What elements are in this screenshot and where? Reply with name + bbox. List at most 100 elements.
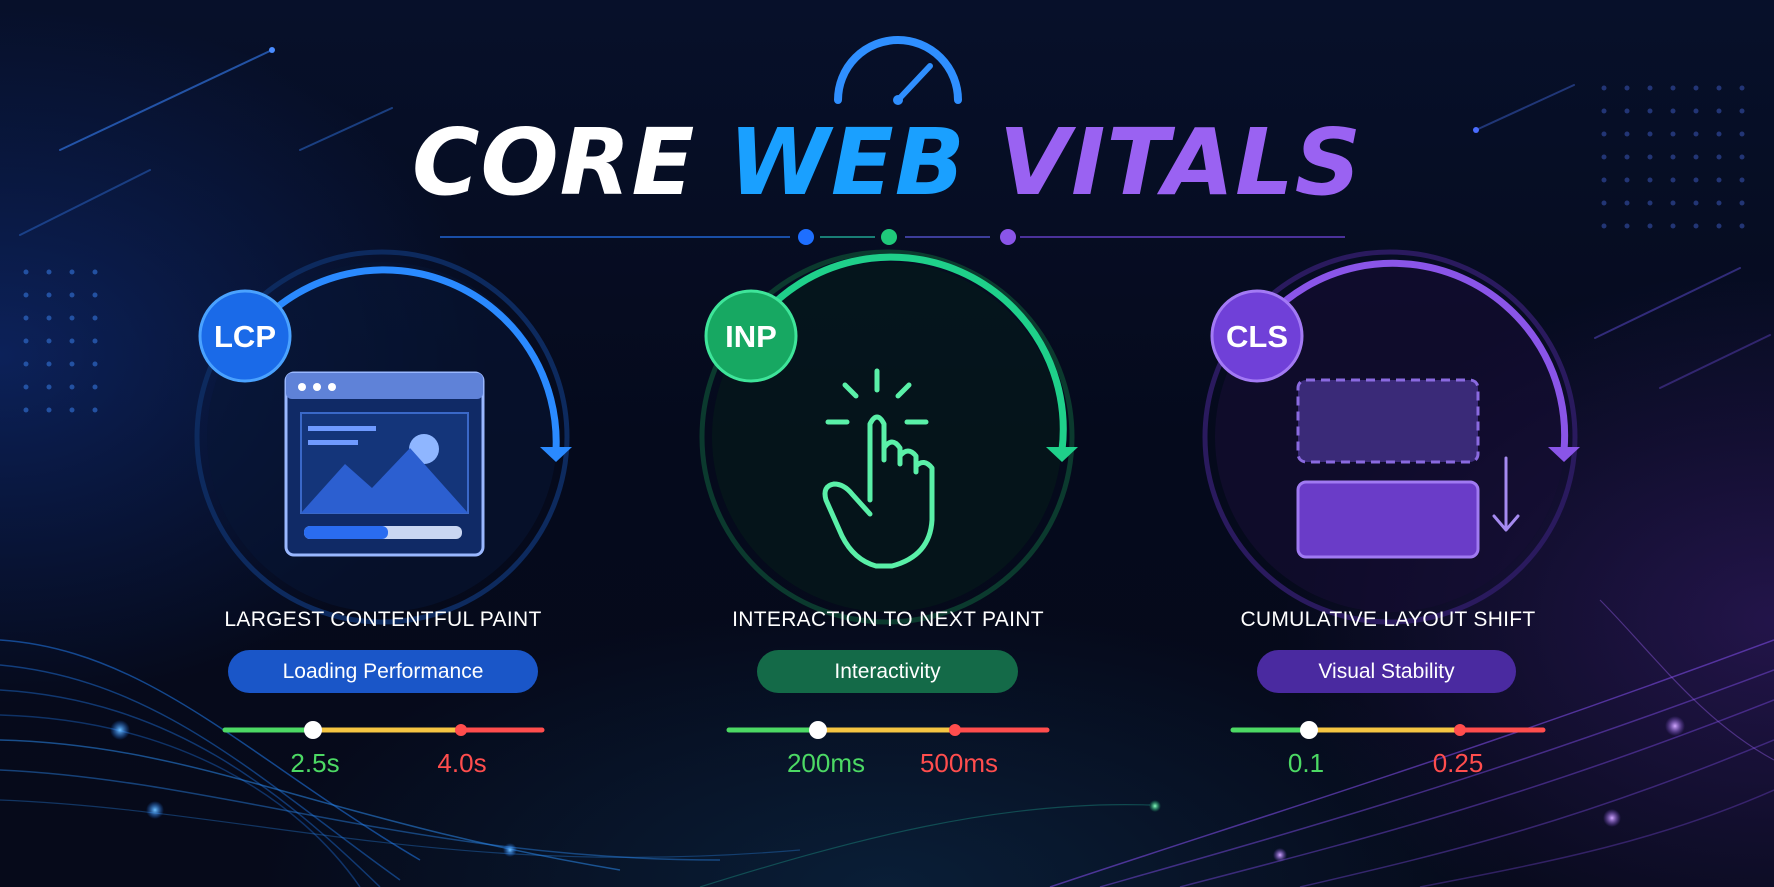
title-word-web: WEB	[728, 109, 966, 216]
decor-dot	[69, 361, 75, 367]
decor-dot	[1624, 223, 1630, 229]
cls-threshold-poor: 0.25	[1432, 748, 1484, 778]
decor-dot	[23, 315, 29, 321]
browser-window-image-icon	[284, 371, 485, 557]
inp-badge-label: INP	[725, 319, 777, 354]
decor-dot	[92, 361, 98, 367]
decor-dot	[1647, 223, 1653, 229]
decor-dot	[1647, 108, 1653, 114]
decor-dot	[1670, 200, 1676, 206]
decor-dot	[1601, 131, 1607, 137]
page-title: CORE WEB VITALS	[0, 108, 1774, 218]
decor-dot	[1739, 154, 1745, 160]
decor-dot	[1624, 131, 1630, 137]
decor-dot	[1739, 85, 1745, 91]
decor-dot	[23, 338, 29, 344]
cls-badge: CLS	[1210, 289, 1304, 383]
decor-dot	[1716, 85, 1722, 91]
lcp-category-pill: Loading Performance	[228, 650, 538, 693]
inp-threshold-scale	[726, 721, 1050, 739]
decor-dot	[92, 407, 98, 413]
flowing-wave-lines	[0, 599, 1774, 887]
decor-dot	[46, 384, 52, 390]
decor-dot	[1647, 131, 1653, 137]
decor-dot	[46, 407, 52, 413]
decor-dot	[1716, 108, 1722, 114]
decor-dot	[1693, 108, 1699, 114]
title-word-vitals: VITALS	[998, 109, 1363, 216]
decor-dot	[92, 315, 98, 321]
decor-dot	[1624, 154, 1630, 160]
decor-dot	[92, 269, 98, 275]
decor-dot	[1693, 177, 1699, 183]
lcp-badge: LCP	[198, 289, 292, 383]
inp-badge: INP	[704, 289, 798, 383]
title-word-core: CORE	[411, 109, 696, 216]
decor-dot	[23, 407, 29, 413]
decor-dot	[1693, 131, 1699, 137]
decor-dot	[1739, 177, 1745, 183]
decor-dot	[1601, 200, 1607, 206]
diagonal-streaks	[19, 47, 1771, 389]
decor-dot	[1647, 154, 1653, 160]
cls-threshold-scale	[1230, 721, 1546, 739]
decor-dot	[1670, 154, 1676, 160]
decor-dot	[1670, 108, 1676, 114]
cls-metric-name: CUMULATIVE LAYOUT SHIFT	[1240, 608, 1536, 631]
inp-threshold-good: 200ms	[786, 748, 866, 778]
decor-dot	[23, 384, 29, 390]
inp-metric-name: INTERACTION TO NEXT PAINT	[732, 608, 1044, 631]
decor-dot	[1716, 177, 1722, 183]
inp-threshold-poor: 500ms	[919, 748, 999, 778]
inp-category-pill: Interactivity	[757, 650, 1018, 693]
decor-dot	[69, 315, 75, 321]
decor-dot	[1624, 200, 1630, 206]
decor-dot	[1739, 108, 1745, 114]
decor-dot	[1601, 223, 1607, 229]
decor-dot	[1601, 108, 1607, 114]
decor-dot	[1693, 154, 1699, 160]
decor-dot	[1647, 85, 1653, 91]
decor-dot	[23, 361, 29, 367]
cls-category-pill: Visual Stability	[1257, 650, 1516, 693]
layout-shift-blocks-icon	[1296, 378, 1520, 559]
decor-dot	[23, 292, 29, 298]
decor-dot	[1693, 200, 1699, 206]
decor-dot	[46, 338, 52, 344]
glow-particles	[110, 716, 1685, 862]
dot-grid-right	[1601, 85, 1745, 229]
inp-dial	[699, 249, 1078, 625]
lcp-threshold-good: 2.5s	[290, 748, 340, 778]
decor-dot	[92, 338, 98, 344]
decor-dot	[92, 292, 98, 298]
decor-dot	[92, 384, 98, 390]
decor-dot	[1670, 223, 1676, 229]
lcp-threshold-scale	[222, 721, 545, 739]
decor-dot	[1601, 154, 1607, 160]
cls-threshold-good: 0.1	[1287, 748, 1325, 778]
decor-dot	[46, 315, 52, 321]
decor-dot	[69, 292, 75, 298]
decor-dot	[46, 292, 52, 298]
decor-dot	[1716, 223, 1722, 229]
decor-dot	[1693, 85, 1699, 91]
decor-dot	[1739, 131, 1745, 137]
decor-dot	[1624, 177, 1630, 183]
decor-dot	[1647, 200, 1653, 206]
decor-dot	[46, 361, 52, 367]
decor-dot	[1670, 177, 1676, 183]
decor-dot	[1624, 85, 1630, 91]
decor-dot	[1601, 85, 1607, 91]
cls-badge-label: CLS	[1226, 319, 1288, 354]
title-divider	[440, 229, 1345, 245]
lcp-badge-label: LCP	[214, 319, 276, 354]
decor-dot	[23, 269, 29, 275]
dot-grid-left	[23, 269, 98, 413]
decor-dot	[46, 269, 52, 275]
decor-dot	[1670, 131, 1676, 137]
decor-dot	[69, 338, 75, 344]
speedometer-icon	[834, 36, 962, 105]
lcp-threshold-poor: 4.0s	[437, 748, 487, 778]
